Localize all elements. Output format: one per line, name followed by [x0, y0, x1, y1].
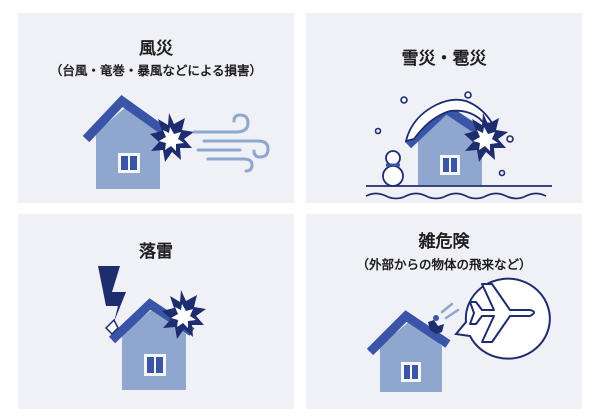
panel-lightning-damage: 落雷: [18, 214, 294, 409]
house-icon: [404, 98, 494, 185]
panel-title: 落雷: [139, 242, 173, 262]
snow-ground-line: [365, 192, 547, 200]
panel-snow-hail-damage: 雪災・雹災: [306, 13, 582, 203]
snow-hail-illustration: [365, 91, 552, 200]
panel-subtitle: （外部からの物体の飛来など）: [356, 257, 532, 272]
panel-misc-hazards: 雑危険 （外部からの物体の飛来など）: [306, 214, 582, 409]
misc-hazard-illustration: [366, 277, 551, 392]
lightning-bolt-icon: [98, 266, 126, 322]
impact-burst-icon: [150, 113, 194, 162]
panel-subtitle: （台風・竜巻・暴風などによる損害）: [49, 63, 263, 78]
wind-icon: [192, 113, 270, 173]
panel-title: 雪災・雹災: [401, 49, 487, 69]
panel-title: 風災: [139, 39, 173, 59]
panel-wind-damage: 風災 （台風・竜巻・暴風などによる損害）: [18, 13, 294, 203]
impact-burst-icon: [428, 315, 444, 334]
flying-debris-lines: [440, 302, 460, 320]
impact-burst-icon: [162, 290, 206, 339]
house-icon: [104, 298, 195, 390]
impact-burst-icon: [464, 113, 508, 162]
airplane-icon: [469, 283, 535, 343]
panel-title: 雑危険: [418, 232, 470, 252]
house-icon: [82, 95, 167, 189]
lightning-illustration: [98, 266, 206, 390]
snowman-icon: [382, 150, 404, 187]
house-icon: [366, 310, 451, 392]
wind-damage-illustration: [82, 95, 270, 189]
